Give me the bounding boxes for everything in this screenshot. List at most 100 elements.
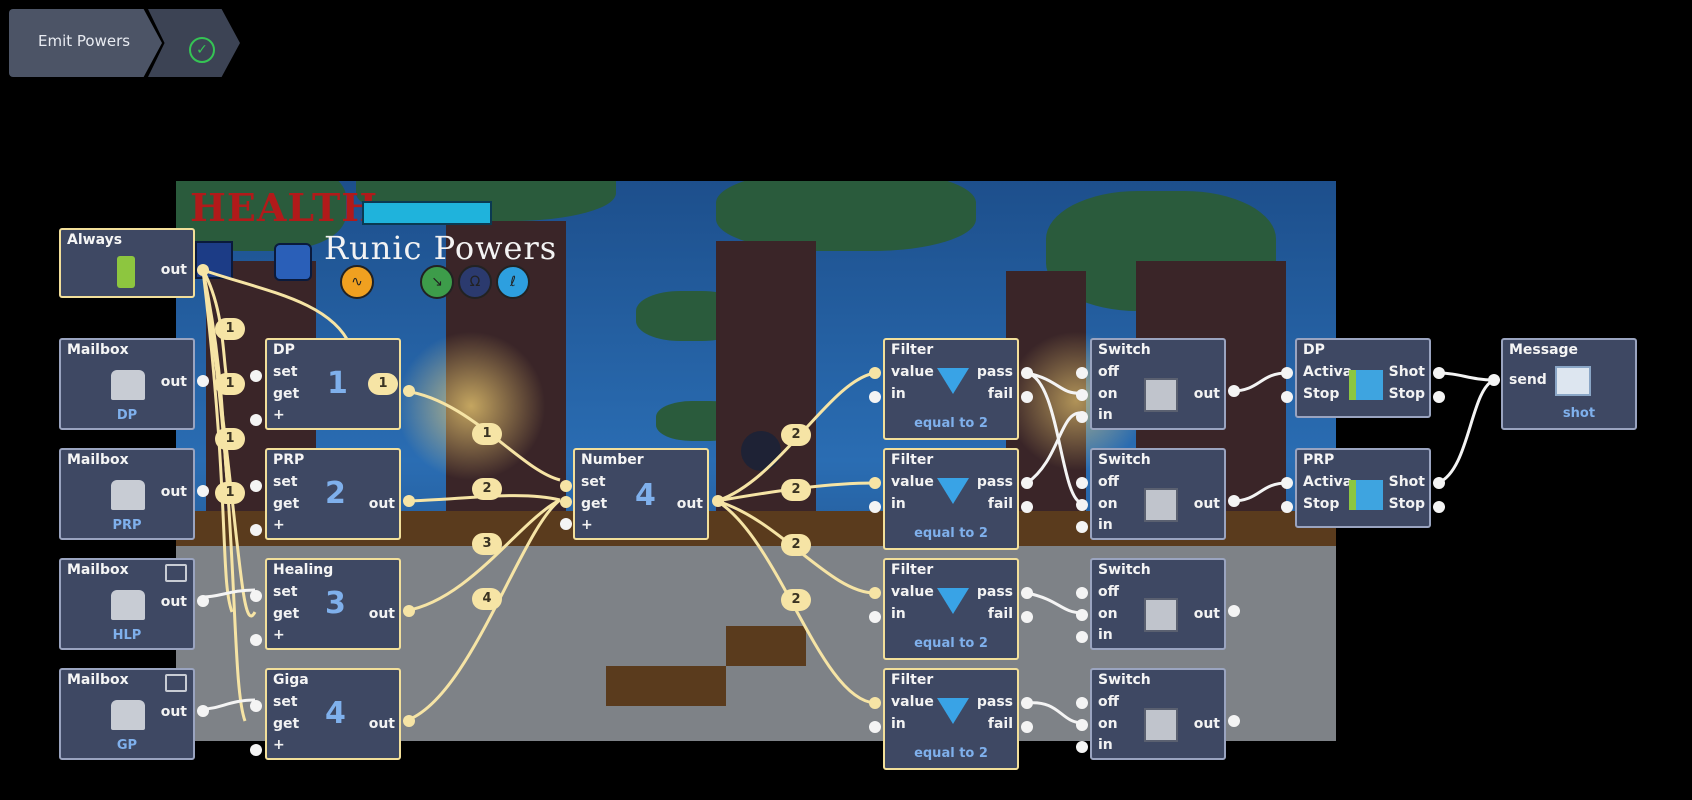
pin-in[interactable]	[869, 477, 881, 489]
pin-in[interactable]	[1076, 741, 1088, 753]
pin-in[interactable]	[1281, 367, 1293, 379]
filter-node[interactable]: Filter value in pass fail equal to 2	[883, 338, 1019, 440]
emitter-dp-node[interactable]: DP Activa Stop Shot Stop	[1295, 338, 1431, 418]
pin-in[interactable]	[1076, 587, 1088, 599]
variable-prp-node[interactable]: PRP set get + 2 out	[265, 448, 401, 540]
pin-out[interactable]	[1433, 477, 1445, 489]
pin-in[interactable]	[250, 700, 262, 712]
port-in: in	[1098, 737, 1113, 753]
pin-in[interactable]	[250, 480, 262, 492]
switch-node[interactable]: Switch off on in out	[1090, 558, 1226, 650]
filter-node[interactable]: Filter value in pass fail equal to 2	[883, 558, 1019, 660]
pin-out[interactable]	[1228, 605, 1240, 617]
pin-in[interactable]	[1281, 391, 1293, 403]
pin-out[interactable]	[1021, 501, 1033, 513]
port-out: out	[160, 262, 187, 278]
always-node[interactable]: Always out	[59, 228, 195, 298]
pin-in[interactable]	[1281, 501, 1293, 513]
pin-in[interactable]	[869, 721, 881, 733]
mailbox-hlp-out-pin[interactable]	[197, 595, 209, 607]
number-out-pin[interactable]	[712, 495, 724, 507]
mailbox-dp-out-pin[interactable]	[197, 375, 209, 387]
pin-in[interactable]	[869, 611, 881, 623]
port-in: in	[1098, 517, 1113, 533]
comment-icon[interactable]	[165, 674, 187, 692]
pin-in[interactable]	[1076, 499, 1088, 511]
pin-in[interactable]	[250, 370, 262, 382]
connection-count-badge: 1	[472, 423, 502, 445]
port-get: get	[581, 496, 608, 512]
pin-in[interactable]	[1076, 367, 1088, 379]
number-node[interactable]: Number set get + 4 out	[573, 448, 709, 540]
pin-in[interactable]	[250, 414, 262, 426]
pin-in[interactable]	[869, 697, 881, 709]
mailbox-icon	[111, 480, 145, 510]
event-title: Emit Powers	[38, 32, 131, 50]
pin-in[interactable]	[1076, 719, 1088, 731]
pin-out[interactable]	[1021, 477, 1033, 489]
pin-out[interactable]	[1433, 501, 1445, 513]
pin-in[interactable]	[1076, 411, 1088, 423]
message-send-pin[interactable]	[1488, 374, 1500, 386]
node-title: DP	[1303, 342, 1325, 358]
filter-node[interactable]: Filter value in pass fail equal to 2	[883, 668, 1019, 770]
pin-in[interactable]	[250, 590, 262, 602]
funnel-icon	[937, 698, 969, 724]
event-title-bar[interactable]: Emit Powers ✓	[9, 9, 240, 77]
pin-out[interactable]	[1228, 715, 1240, 727]
pin-out[interactable]	[1021, 611, 1033, 623]
port-out: out	[1193, 386, 1220, 402]
port-set: set	[273, 584, 298, 600]
pin-out[interactable]	[1021, 367, 1033, 379]
pin-in[interactable]	[1281, 477, 1293, 489]
pin-in[interactable]	[1076, 631, 1088, 643]
pin-out[interactable]	[1021, 587, 1033, 599]
pin-in[interactable]	[560, 480, 572, 492]
switch-node[interactable]: Switch off on in out	[1090, 448, 1226, 540]
message-node[interactable]: Message send shot	[1501, 338, 1637, 430]
pin-in[interactable]	[250, 524, 262, 536]
pin-in[interactable]	[250, 634, 262, 646]
pin-out[interactable]	[403, 495, 415, 507]
switch-node[interactable]: Switch off on in out	[1090, 338, 1226, 430]
pin-in[interactable]	[869, 391, 881, 403]
pin-out[interactable]	[1433, 391, 1445, 403]
port-activate: Activa	[1303, 474, 1353, 490]
variable-giga-node[interactable]: Giga set get + 4 out	[265, 668, 401, 760]
pin-out[interactable]	[1433, 367, 1445, 379]
pin-out[interactable]	[403, 385, 415, 397]
mailbox-hlp-node[interactable]: Mailbox out HLP	[59, 558, 195, 650]
comment-icon[interactable]	[165, 564, 187, 582]
filter-node[interactable]: Filter value in pass fail equal to 2	[883, 448, 1019, 550]
pin-in[interactable]	[1076, 477, 1088, 489]
pin-in[interactable]	[869, 367, 881, 379]
pin-out[interactable]	[1228, 495, 1240, 507]
pin-in[interactable]	[1076, 521, 1088, 533]
mailbox-prp-node[interactable]: Mailbox out PRP	[59, 448, 195, 540]
pin-in[interactable]	[560, 496, 572, 508]
pin-in[interactable]	[869, 587, 881, 599]
pin-in[interactable]	[1076, 389, 1088, 401]
switch-node[interactable]: Switch off on in out	[1090, 668, 1226, 760]
variable-healing-node[interactable]: Healing set get + 3 out	[265, 558, 401, 650]
pin-in[interactable]	[250, 744, 262, 756]
pin-in[interactable]	[1076, 609, 1088, 621]
mailbox-gp-node[interactable]: Mailbox out GP	[59, 668, 195, 760]
mailbox-prp-out-pin[interactable]	[197, 485, 209, 497]
mailbox-gp-out-pin[interactable]	[197, 705, 209, 717]
mailbox-dp-node[interactable]: Mailbox out DP	[59, 338, 195, 430]
pin-in[interactable]	[869, 501, 881, 513]
pin-out[interactable]	[1021, 721, 1033, 733]
pin-in[interactable]	[560, 518, 572, 530]
pin-out[interactable]	[1021, 391, 1033, 403]
pin-out[interactable]	[403, 715, 415, 727]
check-circle-icon[interactable]: ✓	[189, 37, 215, 63]
port-out: out	[1193, 716, 1220, 732]
emitter-prp-node[interactable]: PRP Activa Stop Shot Stop	[1295, 448, 1431, 528]
pin-out[interactable]	[403, 605, 415, 617]
node-title: Filter	[891, 562, 934, 578]
always-out-pin[interactable]	[197, 264, 209, 276]
pin-out[interactable]	[1021, 697, 1033, 709]
pin-out[interactable]	[1228, 385, 1240, 397]
pin-in[interactable]	[1076, 697, 1088, 709]
